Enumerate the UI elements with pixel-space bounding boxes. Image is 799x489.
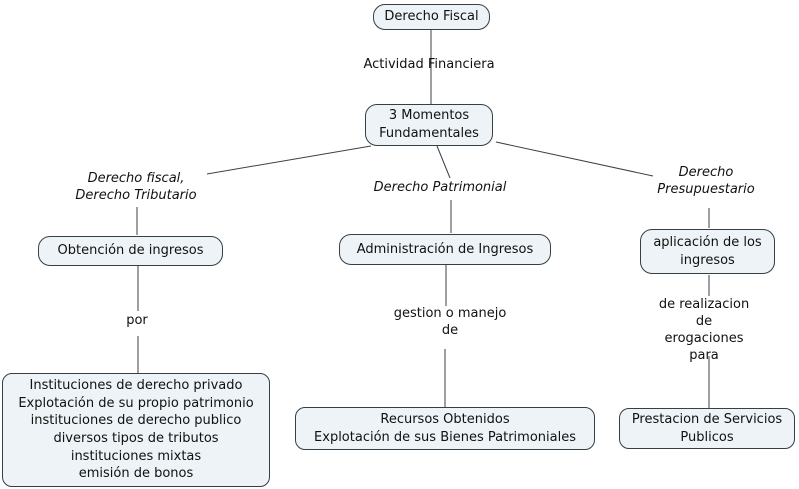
linking-phrase-gestion-o-manejo[interactable]: gestion o manejo de (393, 306, 507, 338)
concept-node-momentos-fundamentales[interactable]: 3 Momentos Fundamentales (365, 104, 493, 146)
connector-line (206, 145, 372, 175)
concept-node-prestacion-servicios[interactable]: Prestacion de Servicios Publicos (619, 408, 795, 449)
concept-node-recursos-obtenidos[interactable]: Recursos Obtenidos Explotación de sus Bi… (295, 407, 595, 450)
linking-phrase-derecho-presupuestario[interactable]: Derecho Presupuestario (657, 165, 755, 197)
concept-node-administracion-ingresos[interactable]: Administración de Ingresos (339, 234, 551, 265)
concept-node-aplicacion-ingresos[interactable]: aplicación de los ingresos (640, 229, 775, 274)
linking-phrase-derecho-patrimonial[interactable]: Derecho Patrimonial (373, 180, 507, 195)
connector-line (436, 145, 451, 179)
linking-phrase-actividad-financiera[interactable]: Actividad Financiera (363, 57, 495, 72)
linking-phrase-realizacion-erogaciones[interactable]: de realizacion de erogaciones para (658, 297, 750, 363)
concept-node-obtencion-ingresos[interactable]: Obtención de ingresos (38, 236, 223, 266)
linking-phrase-derecho-fiscal-tributario[interactable]: Derecho fiscal, Derecho Tributario (75, 171, 197, 203)
concept-node-derecho-fiscal[interactable]: Derecho Fiscal (373, 4, 490, 30)
concept-node-instituciones[interactable]: Instituciones de derecho privado Explota… (2, 373, 270, 487)
linking-phrase-por[interactable]: por (126, 313, 148, 328)
connector-line (495, 141, 654, 177)
